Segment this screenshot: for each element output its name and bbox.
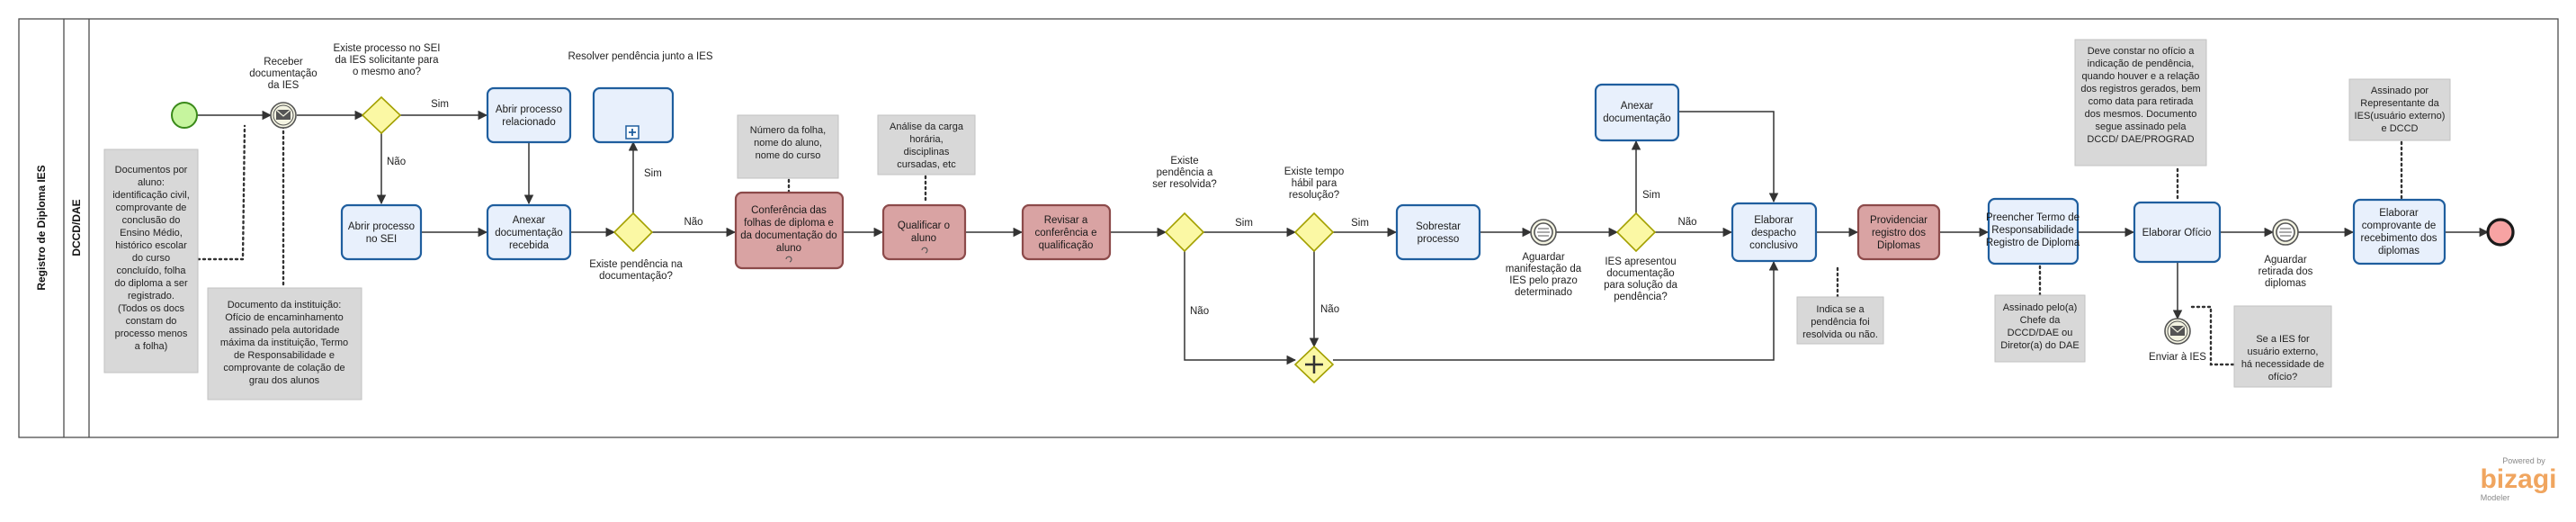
pool-title: Registro de Diploma IES (35, 165, 48, 290)
flow-label-nao: Não (387, 157, 406, 167)
flow-label-nao: Não (684, 217, 702, 228)
envelope-icon (2170, 326, 2185, 336)
loop-icon (785, 256, 792, 263)
flow-label-sim: Sim (644, 168, 662, 179)
gateway-existe-pendencia-resolvida[interactable] (1164, 212, 1205, 253)
note-numero-folha: Número da folha,nome do aluno,nome do cu… (737, 114, 839, 179)
brand-powered-by: Powered by (2502, 456, 2545, 465)
event-aguardar-manifestacao[interactable] (1530, 219, 1557, 246)
lane-title: DCCD/DAE (70, 199, 83, 256)
gateway-existe-processo[interactable] (361, 95, 402, 135)
label-enviar: Enviar à IES (2149, 352, 2206, 363)
svg-text:Número da folha,nome do aluno,: Número da folha,nome do aluno,nome do cu… (750, 125, 826, 161)
flow-label-sim: Sim (431, 99, 449, 110)
svg-text:Documento da instituição:Ofíci: Documento da instituição:Ofício de encam… (220, 300, 348, 386)
sequence-flows (197, 110, 2490, 365)
envelope-icon (276, 110, 291, 120)
start-event[interactable] (171, 102, 198, 129)
assoc-documentos-aluno (196, 124, 246, 261)
event-aguardar-retirada[interactable] (2272, 219, 2299, 246)
svg-text:Elaborar Ofício: Elaborar Ofício (2142, 228, 2212, 238)
associations (196, 124, 2403, 366)
gateway-ies-apresentou[interactable] (1615, 212, 1657, 253)
flow-label-sim: Sim (1351, 218, 1369, 229)
event-receber[interactable] (270, 102, 297, 129)
flow-anexar-despacho (1678, 111, 1779, 203)
gateway-existe-pendencia-doc[interactable] (613, 212, 654, 253)
note-documento-instituicao: Documento da instituição:Ofício de encam… (207, 287, 362, 400)
assoc-se-ies (2190, 305, 2236, 366)
flow-join-despacho (1333, 260, 1779, 361)
flow-label-sim: Sim (1235, 218, 1253, 229)
gateway-parallel-join[interactable] (1293, 345, 1335, 384)
end-event[interactable] (2486, 218, 2515, 247)
flow-gw3-nao (1184, 251, 1297, 365)
subprocess-resolver-pendencia[interactable] (592, 86, 675, 144)
flow-label-sim: Sim (1642, 190, 1660, 201)
brand-product: Modeler (2481, 493, 2510, 502)
flow-label-nao: Não (1677, 217, 1696, 228)
brand-logo: Powered by bizagi Modeler (2480, 456, 2556, 502)
brand-name: bizagi (2480, 464, 2556, 494)
task-elaborar-oficio[interactable]: Elaborar Ofício (2133, 201, 2222, 264)
event-enviar[interactable] (2164, 318, 2191, 345)
gateway-existe-tempo[interactable] (1293, 212, 1335, 253)
plus-icon (629, 129, 636, 136)
plus-icon (1305, 356, 1323, 374)
label-subprocess: Resolver pendência junto a IES (568, 51, 712, 62)
flow-label-nao: Não (1320, 304, 1339, 315)
flow-label-nao: Não (1190, 306, 1209, 317)
loop-icon (921, 247, 928, 254)
